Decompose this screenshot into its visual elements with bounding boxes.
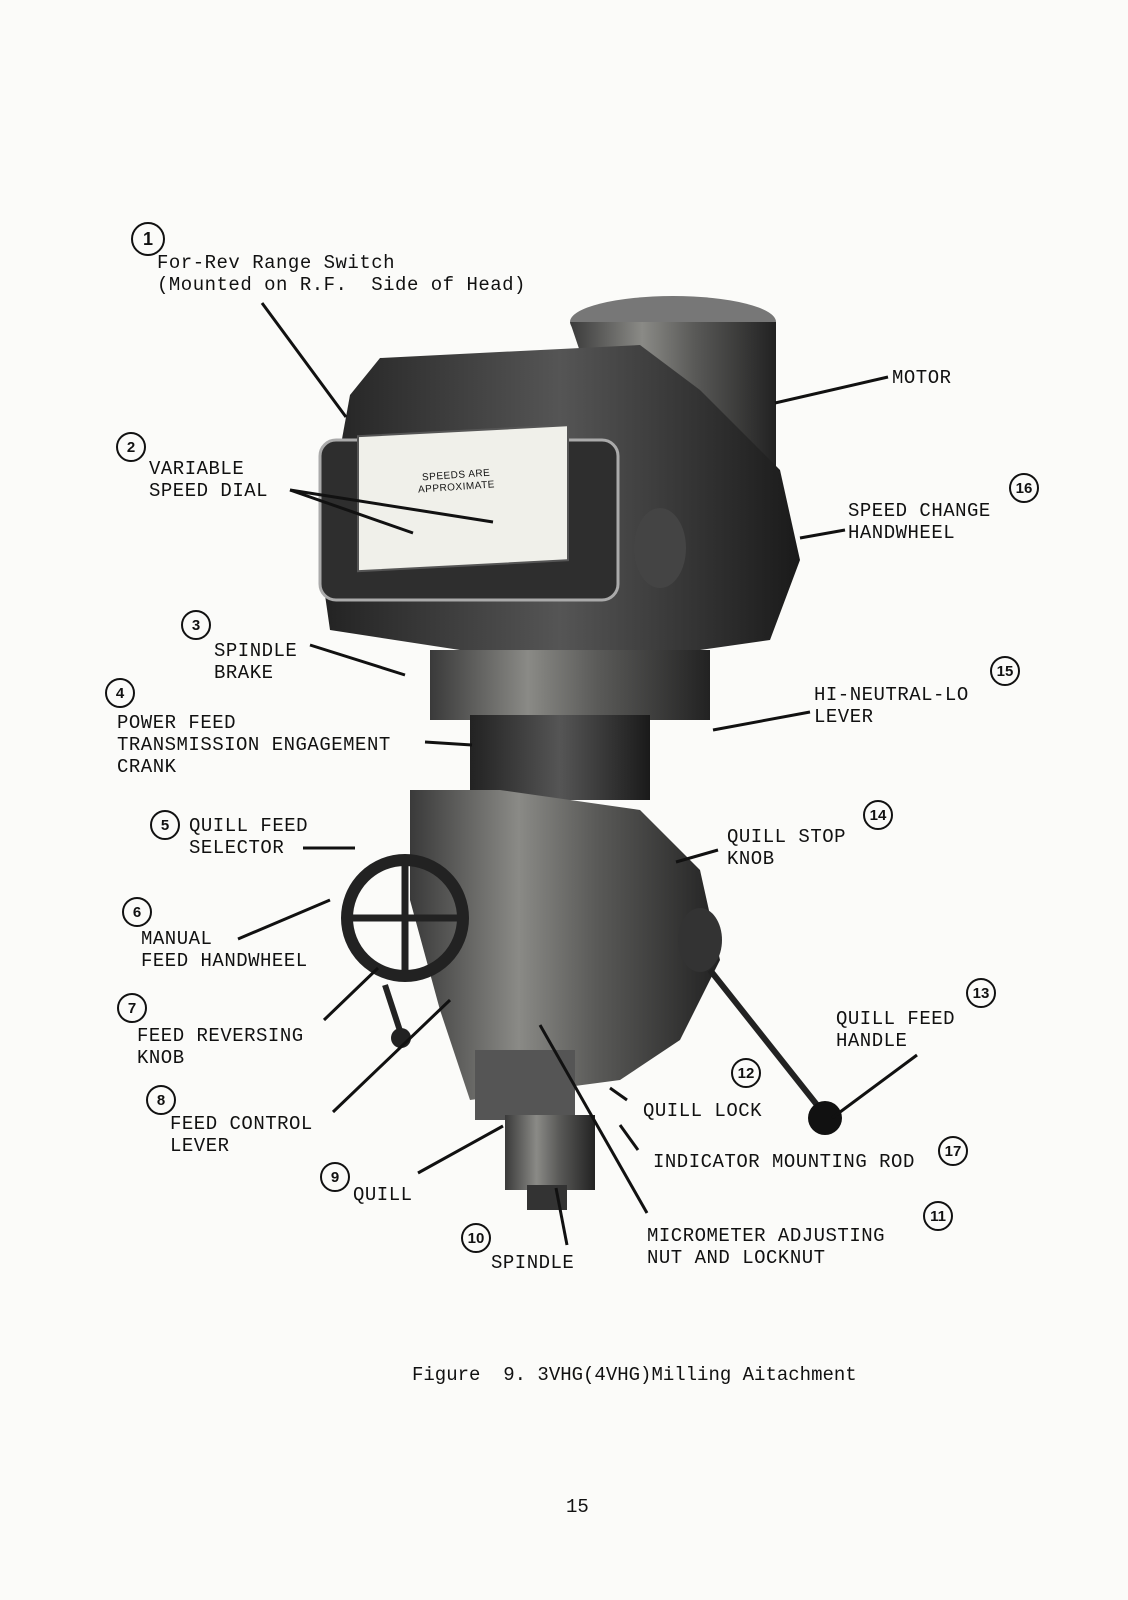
callout-label: INDICATOR MOUNTING ROD xyxy=(653,1151,915,1173)
callout-number: 2 xyxy=(116,432,146,462)
callout-label: VARIABLE SPEED DIAL xyxy=(149,458,269,502)
callout-number: 10 xyxy=(461,1223,491,1253)
callout-label: QUILL xyxy=(353,1184,413,1206)
callout-number: 3 xyxy=(181,610,211,640)
leader-lines xyxy=(237,302,918,1246)
quill-housing xyxy=(410,650,720,1210)
motor-label: MOTOR xyxy=(892,367,952,389)
callout-number: 13 xyxy=(966,978,996,1008)
callout-number: 1 xyxy=(131,222,165,256)
callout-number: 9 xyxy=(320,1162,350,1192)
callout-number: 14 xyxy=(863,800,893,830)
callout-label: SPINDLE BRAKE xyxy=(214,640,298,684)
callout-number: 7 xyxy=(117,993,147,1023)
callout-number: 5 xyxy=(150,810,180,840)
callout-number: 8 xyxy=(146,1085,176,1115)
callout-label: SPEED CHANGE HANDWHEEL xyxy=(848,500,991,544)
callout-number: 17 xyxy=(938,1136,968,1166)
callout-number: 11 xyxy=(923,1201,953,1231)
figure-caption: Figure 9. 3VHG(4VHG)Milling Aitachment xyxy=(412,1364,857,1386)
callout-label: QUILL STOP KNOB xyxy=(727,826,847,870)
callout-label: FEED CONTROL LEVER xyxy=(170,1113,313,1157)
callout-label: MANUAL FEED HANDWHEEL xyxy=(141,928,308,972)
callout-label: QUILL FEED HANDLE xyxy=(836,1008,956,1052)
quill-feed-handle xyxy=(678,908,842,1135)
callout-number: 12 xyxy=(731,1058,761,1088)
callout-label: HI-NEUTRAL-LO LEVER xyxy=(814,684,969,728)
speed-change-handwheel xyxy=(634,508,686,588)
callout-label: POWER FEED TRANSMISSION ENGAGEMENT CRANK xyxy=(117,712,391,778)
head-casting xyxy=(318,345,800,650)
callout-label: QUILL LOCK xyxy=(643,1100,763,1122)
callout-number: 15 xyxy=(990,656,1020,686)
callout-label: For-Rev Range Switch (Mounted on R.F. Si… xyxy=(157,252,526,296)
callout-label: SPINDLE xyxy=(491,1252,575,1274)
callout-number: 6 xyxy=(122,897,152,927)
callout-label: MICROMETER ADJUSTING NUT AND LOCKNUT xyxy=(647,1225,886,1269)
callout-number: 16 xyxy=(1009,473,1039,503)
callout-label: FEED REVERSING KNOB xyxy=(137,1025,304,1069)
callout-label: QUILL FEED SELECTOR xyxy=(189,815,309,859)
callout-number: 4 xyxy=(105,678,135,708)
page-number: 15 xyxy=(566,1496,589,1518)
